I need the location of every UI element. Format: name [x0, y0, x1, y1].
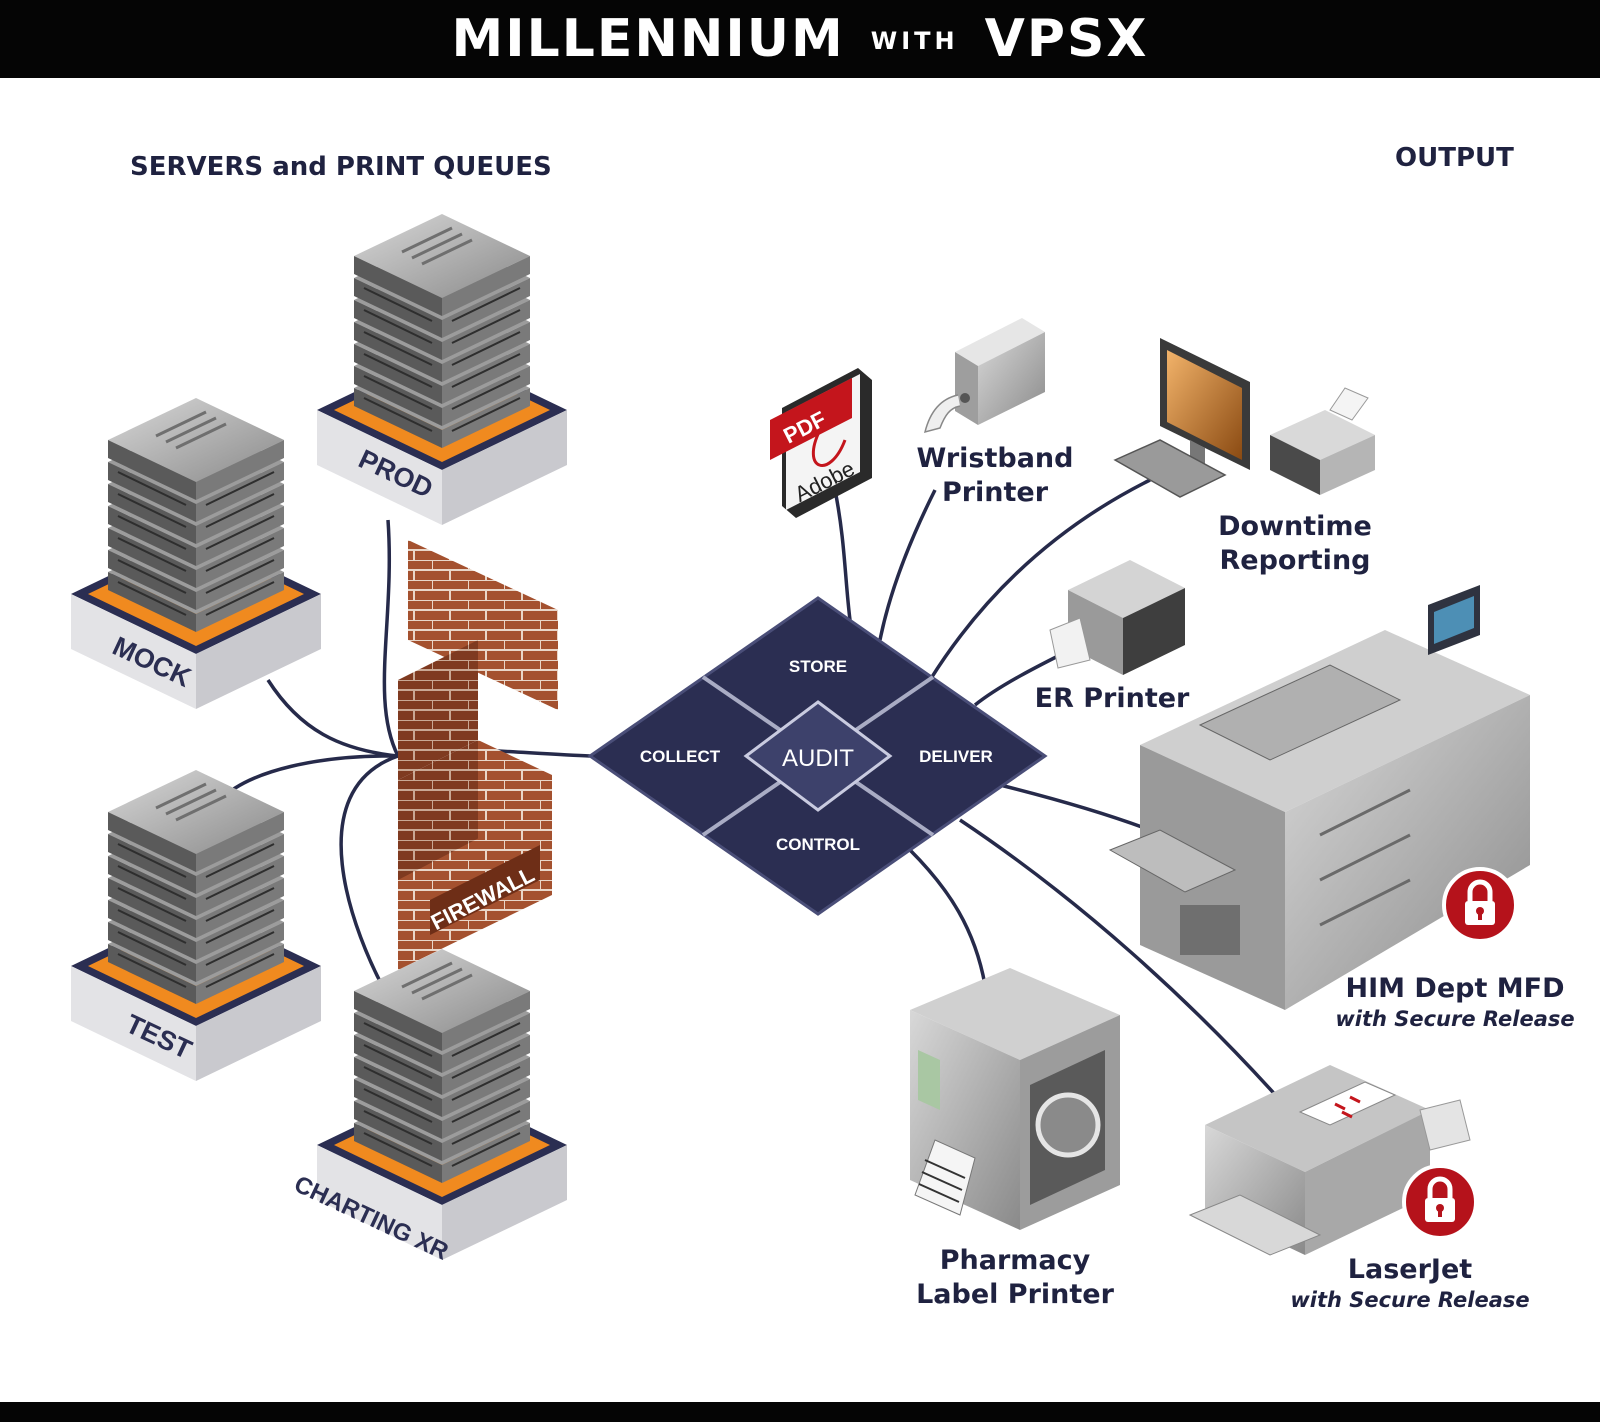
hub-collect: COLLECT: [640, 747, 721, 766]
hub-audit: AUDIT: [782, 745, 854, 772]
wristband-label-line2: Printer: [941, 477, 1049, 508]
pharmacy-printer-icon: [910, 968, 1120, 1230]
vpsx-hub: [587, 596, 1048, 916]
secure-release-lock-icon-laserjet: [1402, 1164, 1478, 1240]
er-printer-label: ER Printer: [1034, 683, 1190, 714]
hub-store: STORE: [789, 657, 847, 676]
title-with: WITH: [870, 27, 959, 55]
firewall-wall: [398, 540, 558, 970]
laserjet-label-line1: LaserJet: [1347, 1254, 1473, 1285]
him-mfd-icon: [1108, 585, 1530, 1010]
downtime-printer-icon: [1270, 387, 1375, 495]
er-printer-icon: [1049, 560, 1185, 675]
section-servers-heading: SERVERS and PRINT QUEUES: [130, 152, 552, 182]
wristband-printer-icon: [923, 318, 1045, 434]
downtime-reporting-label: Downtime Reporting: [1195, 510, 1395, 578]
wristband-label-line1: Wristband: [916, 443, 1074, 474]
section-output-heading: OUTPUT: [1395, 143, 1514, 173]
wristband-printer-label: Wristband Printer: [905, 442, 1085, 510]
pdf-document-icon: [770, 368, 872, 518]
title-millennium: MILLENNIUM: [451, 9, 845, 69]
him-mfd-label: HIM Dept MFD with Secure Release: [1330, 972, 1580, 1032]
pharmacy-label-line2: Label Printer: [916, 1279, 1114, 1310]
bottom-bar: [0, 1402, 1600, 1422]
pharmacy-printer-label: Pharmacy Label Printer: [905, 1244, 1125, 1312]
server-test: [71, 770, 321, 1081]
server-prod: [317, 214, 567, 525]
laserjet-label-sub: with Secure Release: [1290, 1288, 1530, 1312]
pharmacy-label-line1: Pharmacy: [939, 1245, 1091, 1276]
him-mfd-label-sub: with Secure Release: [1335, 1007, 1575, 1031]
hub-deliver: DELIVER: [919, 747, 993, 766]
downtime-computer-icon: [1113, 338, 1250, 498]
him-mfd-label-line1: HIM Dept MFD: [1345, 973, 1565, 1004]
downtime-label-line2: Reporting: [1219, 545, 1371, 576]
secure-release-lock-icon-mfd: [1442, 867, 1518, 943]
title-bar: MILLENNIUM WITH VPSX: [0, 0, 1600, 78]
downtime-label-line1: Downtime: [1218, 511, 1372, 542]
server-mock: [71, 398, 321, 709]
title-vpsx: VPSX: [984, 9, 1149, 69]
hub-control: CONTROL: [776, 835, 860, 854]
laserjet-printer-icon: [1188, 1065, 1471, 1256]
laserjet-label: LaserJet with Secure Release: [1290, 1253, 1530, 1313]
